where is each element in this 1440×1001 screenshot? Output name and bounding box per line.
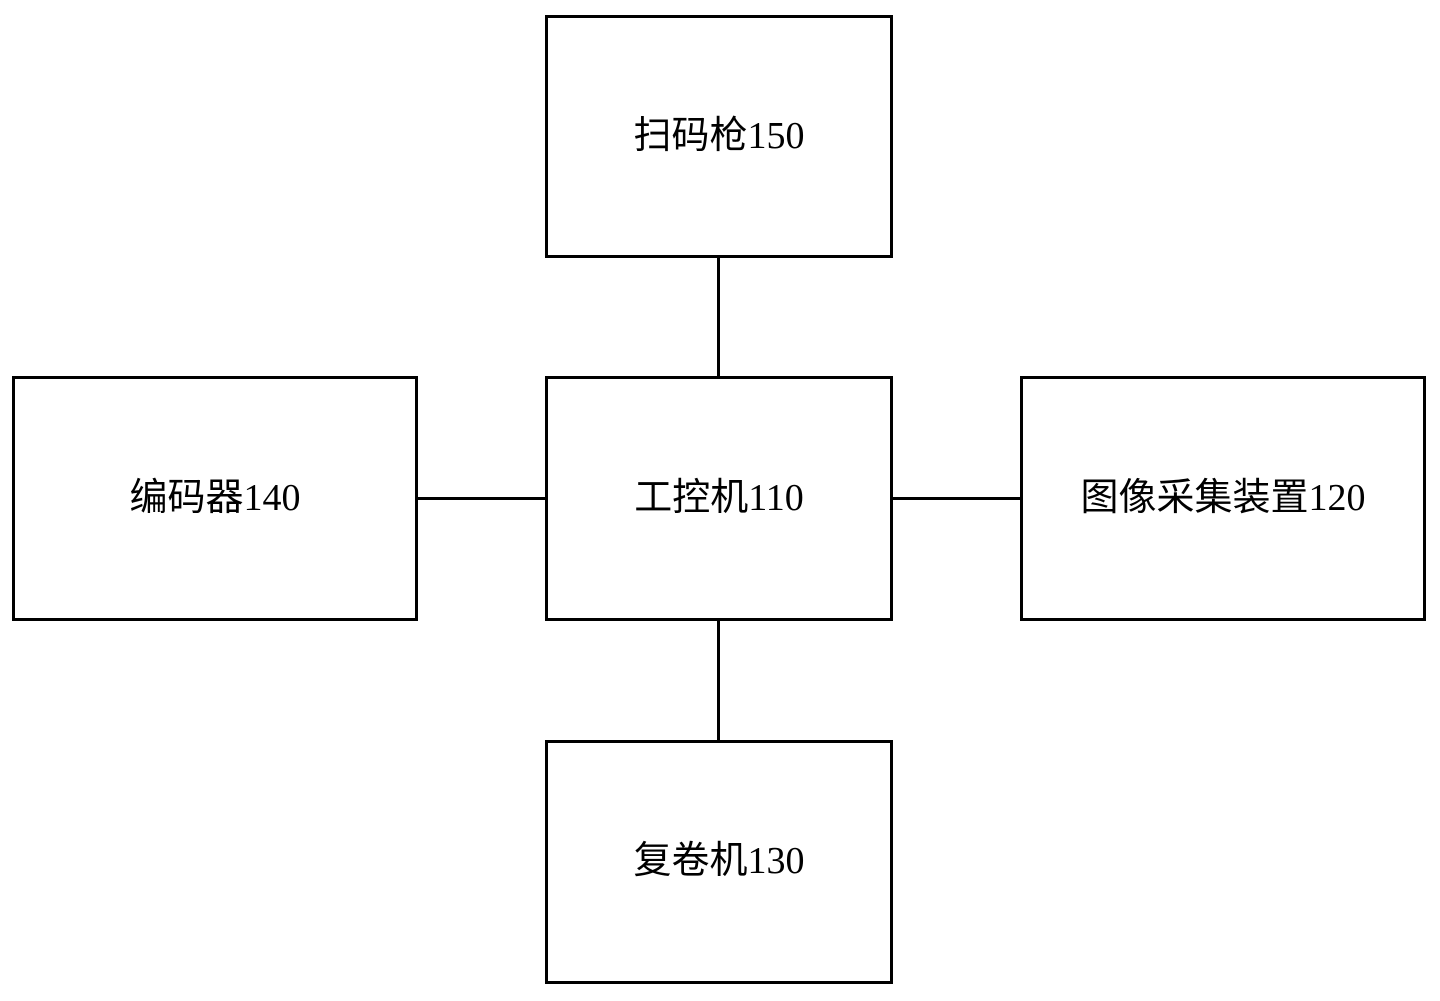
- block-industrial-pc: 工控机110: [545, 376, 893, 621]
- connector-ipc-to-rewinder: [717, 619, 720, 742]
- connector-scanner-to-ipc: [717, 256, 720, 378]
- block-encoder-label: 编码器140: [129, 476, 301, 519]
- block-industrial-pc-label: 工控机110: [634, 476, 804, 519]
- block-rewinder-label: 复卷机130: [633, 840, 805, 883]
- block-scanner: 扫码枪150: [545, 15, 893, 258]
- connector-ipc-to-image-acquisition: [891, 497, 1022, 500]
- block-rewinder: 复卷机130: [545, 740, 893, 984]
- block-image-acquisition-device: 图像采集装置120: [1020, 376, 1426, 621]
- block-encoder: 编码器140: [12, 376, 418, 621]
- block-scanner-label: 扫码枪150: [633, 114, 805, 157]
- block-image-acquisition-device-label: 图像采集装置120: [1080, 476, 1366, 519]
- connector-encoder-to-ipc: [416, 497, 547, 500]
